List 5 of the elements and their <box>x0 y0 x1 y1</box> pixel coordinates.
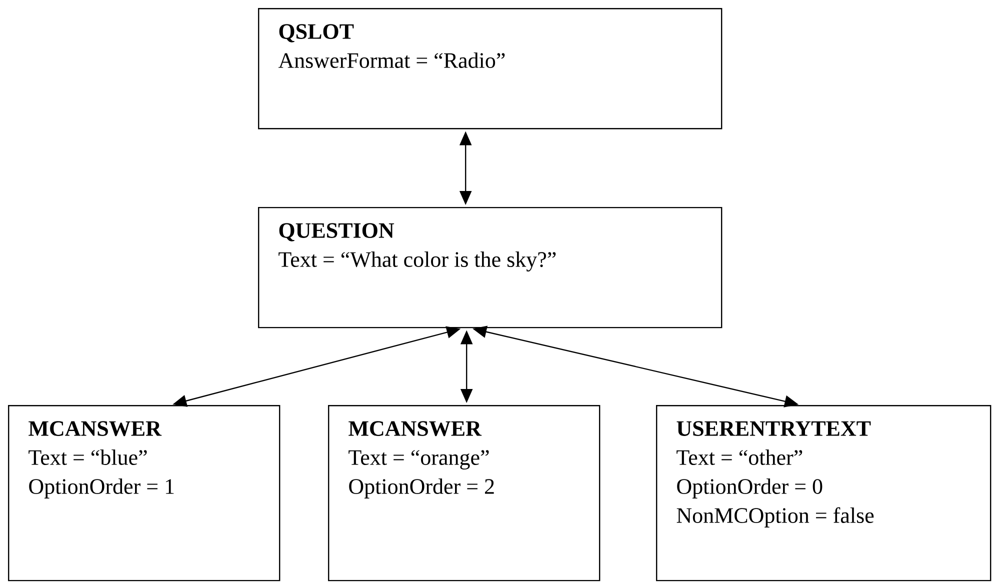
entity-box: MCANSWER Text = “blue” OptionOrder = 1 <box>8 404 280 582</box>
entity-box: USERENTRYTEXT Text = “other” OptionOrder = 0 NonMCOption = false <box>656 404 992 582</box>
entity-box: QUESTION Text = “What color is the sky?” <box>258 206 722 328</box>
entity-box: MCANSWER Text = “orange” OptionOrder = 2 <box>328 404 600 582</box>
entity-box: QSLOT AnswerFormat = “Radio” <box>258 8 722 130</box>
